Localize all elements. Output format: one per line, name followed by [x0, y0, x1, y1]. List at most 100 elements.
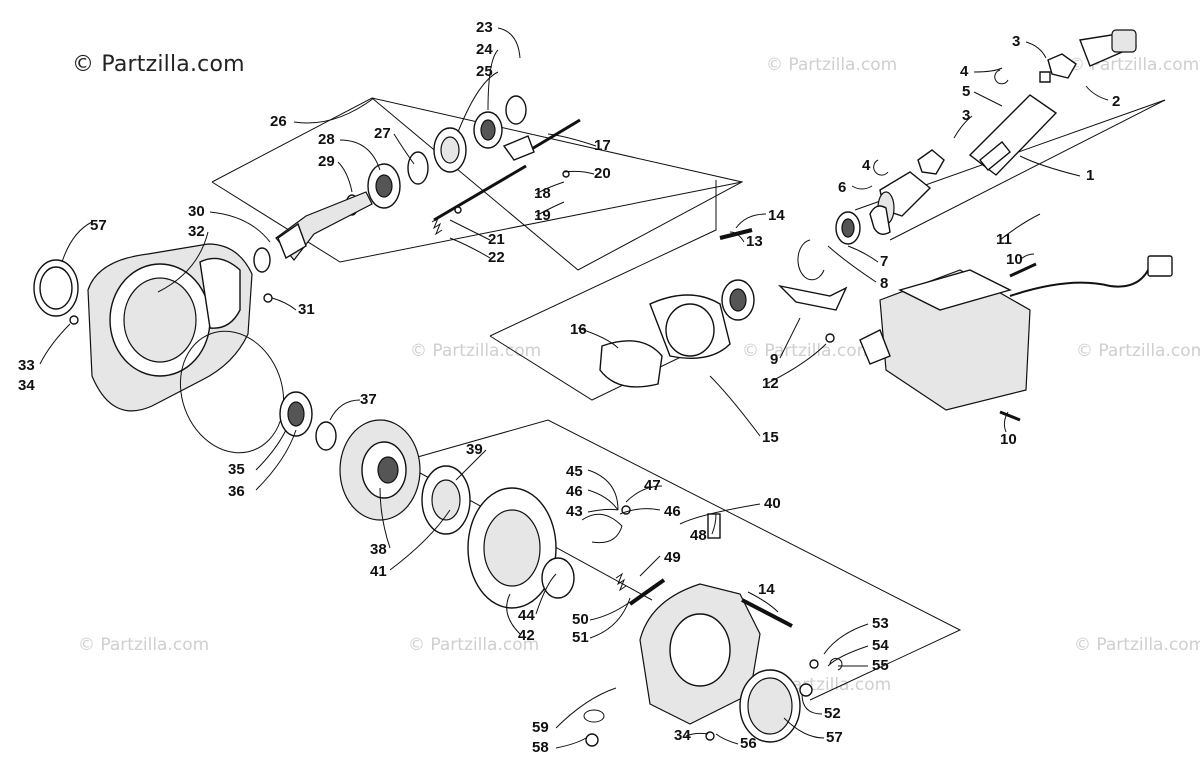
callout-number: 54	[872, 637, 889, 654]
leader-line	[39, 323, 71, 365]
callout-number: 26	[270, 113, 287, 130]
lower-cover	[583, 583, 843, 747]
actuator-motor	[859, 255, 1173, 422]
leader-line	[61, 221, 93, 263]
leader-line	[679, 503, 761, 525]
leader-line	[209, 211, 271, 243]
callout-number: 37	[360, 391, 377, 408]
leader-line	[973, 91, 1003, 107]
watermark-text: © Partzilla.com	[766, 55, 897, 75]
callout-number: 4	[960, 63, 969, 80]
callout-number: 53	[872, 615, 889, 632]
leader-line	[255, 429, 287, 471]
leader-line	[973, 67, 1003, 73]
callout-number: 8	[880, 275, 888, 292]
leader-line	[625, 485, 663, 503]
callout-number: 58	[532, 739, 549, 756]
callout-labels: 1233445678910101112131414151617181920212…	[18, 19, 1120, 756]
callout-number: 30	[188, 203, 205, 220]
callout-number: 29	[318, 153, 335, 170]
callout-number: 35	[228, 461, 245, 478]
callout-number: 46	[566, 483, 583, 500]
leader-line	[157, 231, 209, 293]
callout-number: 42	[518, 627, 535, 644]
leader-line	[827, 245, 877, 283]
callout-number: 28	[318, 131, 335, 148]
callout-number: 17	[594, 137, 611, 154]
leader-line	[587, 489, 619, 511]
callout-number: 52	[824, 705, 841, 722]
callout-number: 56	[740, 735, 757, 752]
leader-line	[255, 429, 297, 491]
callout-number: 5	[962, 83, 970, 100]
leader-line	[1085, 85, 1109, 101]
leader-line	[953, 115, 973, 139]
callout-number: 47	[644, 477, 661, 494]
leader-line	[1003, 411, 1009, 433]
callout-number: 34	[18, 377, 35, 394]
leader-line	[847, 245, 879, 263]
callout-number: 27	[374, 125, 391, 142]
callout-number: 21	[488, 231, 505, 248]
leader-line	[711, 513, 717, 535]
watermark-text: © Partzilla.com	[1074, 635, 1200, 655]
leader-lines	[39, 27, 1109, 749]
callout-number: 34	[674, 727, 691, 744]
callout-number: 18	[534, 185, 551, 202]
callout-number: 48	[690, 527, 707, 544]
callout-number: 10	[1000, 431, 1017, 448]
callout-number: 51	[572, 629, 589, 646]
callout-number: 13	[746, 233, 763, 250]
leader-line	[389, 509, 451, 571]
leader-line	[715, 733, 739, 745]
callout-number: 9	[770, 351, 778, 368]
callout-number: 19	[534, 207, 551, 224]
callout-number: 10	[1006, 251, 1023, 268]
leader-line	[535, 201, 565, 217]
callout-number: 44	[518, 607, 535, 624]
leader-line	[999, 213, 1041, 241]
leader-line	[449, 237, 491, 259]
callout-number: 11	[996, 231, 1012, 248]
leader-line	[827, 645, 869, 667]
leader-line	[555, 737, 587, 749]
leader-line	[1019, 155, 1081, 177]
callout-number: 15	[762, 429, 779, 446]
group-outlines	[211, 97, 1166, 701]
leader-line	[823, 623, 869, 655]
leader-line	[547, 133, 597, 147]
leader-line	[497, 27, 521, 59]
callout-number: 33	[18, 357, 35, 374]
leader-line	[379, 487, 391, 549]
leader-line	[487, 49, 499, 111]
leader-line	[506, 593, 521, 635]
leader-line	[801, 693, 823, 715]
watermark-text: © Partzilla.com	[1076, 341, 1200, 361]
pinion-group	[253, 95, 581, 303]
callout-number: 45	[566, 463, 583, 480]
leader-line	[587, 508, 619, 513]
copyright-text: © Partzilla.com	[72, 52, 245, 77]
callout-number: 12	[762, 375, 779, 392]
callout-number: 57	[90, 217, 107, 234]
leader-line	[619, 508, 661, 515]
callout-number: 57	[826, 729, 843, 746]
leader-line	[779, 317, 801, 359]
leader-line	[765, 343, 827, 385]
leader-line	[339, 139, 381, 171]
leader-line	[783, 717, 825, 739]
callout-number: 2	[1112, 93, 1120, 110]
callout-number: 23	[476, 19, 493, 36]
leader-line	[589, 601, 631, 621]
callout-number: 55	[872, 657, 889, 674]
drive-shaft-assembly	[835, 29, 1137, 245]
leader-line	[577, 327, 619, 349]
callout-number: 59	[532, 719, 549, 736]
watermark-text: © Partzilla.com	[408, 635, 539, 655]
watermark-text: © Partzilla.com	[78, 635, 209, 655]
ring-gear-group	[279, 391, 721, 609]
leader-line	[455, 449, 487, 481]
leader-line	[589, 597, 631, 639]
